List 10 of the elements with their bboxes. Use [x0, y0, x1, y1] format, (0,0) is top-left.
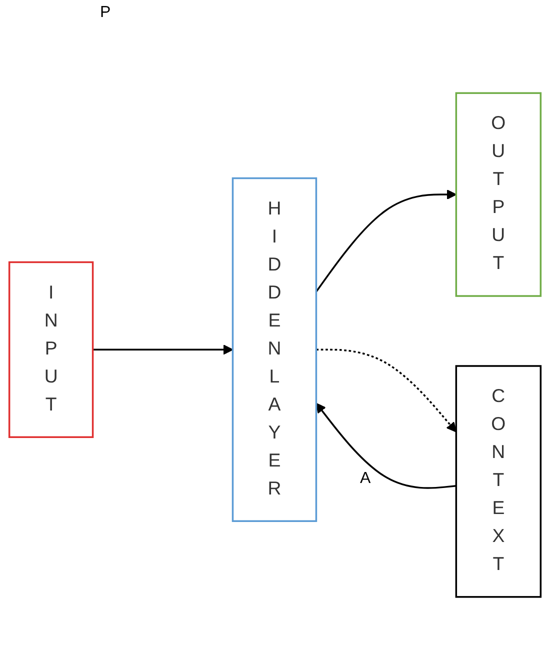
arrow: [316, 189, 457, 292]
node-box: O U T P U T: [455, 92, 542, 297]
node-box: I N P U T: [8, 261, 94, 438]
text-label: A: [360, 470, 371, 488]
node-box: C O N T E X T: [455, 365, 542, 598]
arrow: [92, 344, 234, 355]
text-label: P: [100, 4, 111, 22]
arrow: [316, 348, 457, 432]
arrow: [316, 402, 456, 489]
node-box: H I D D E N L A Y E R: [232, 177, 318, 522]
